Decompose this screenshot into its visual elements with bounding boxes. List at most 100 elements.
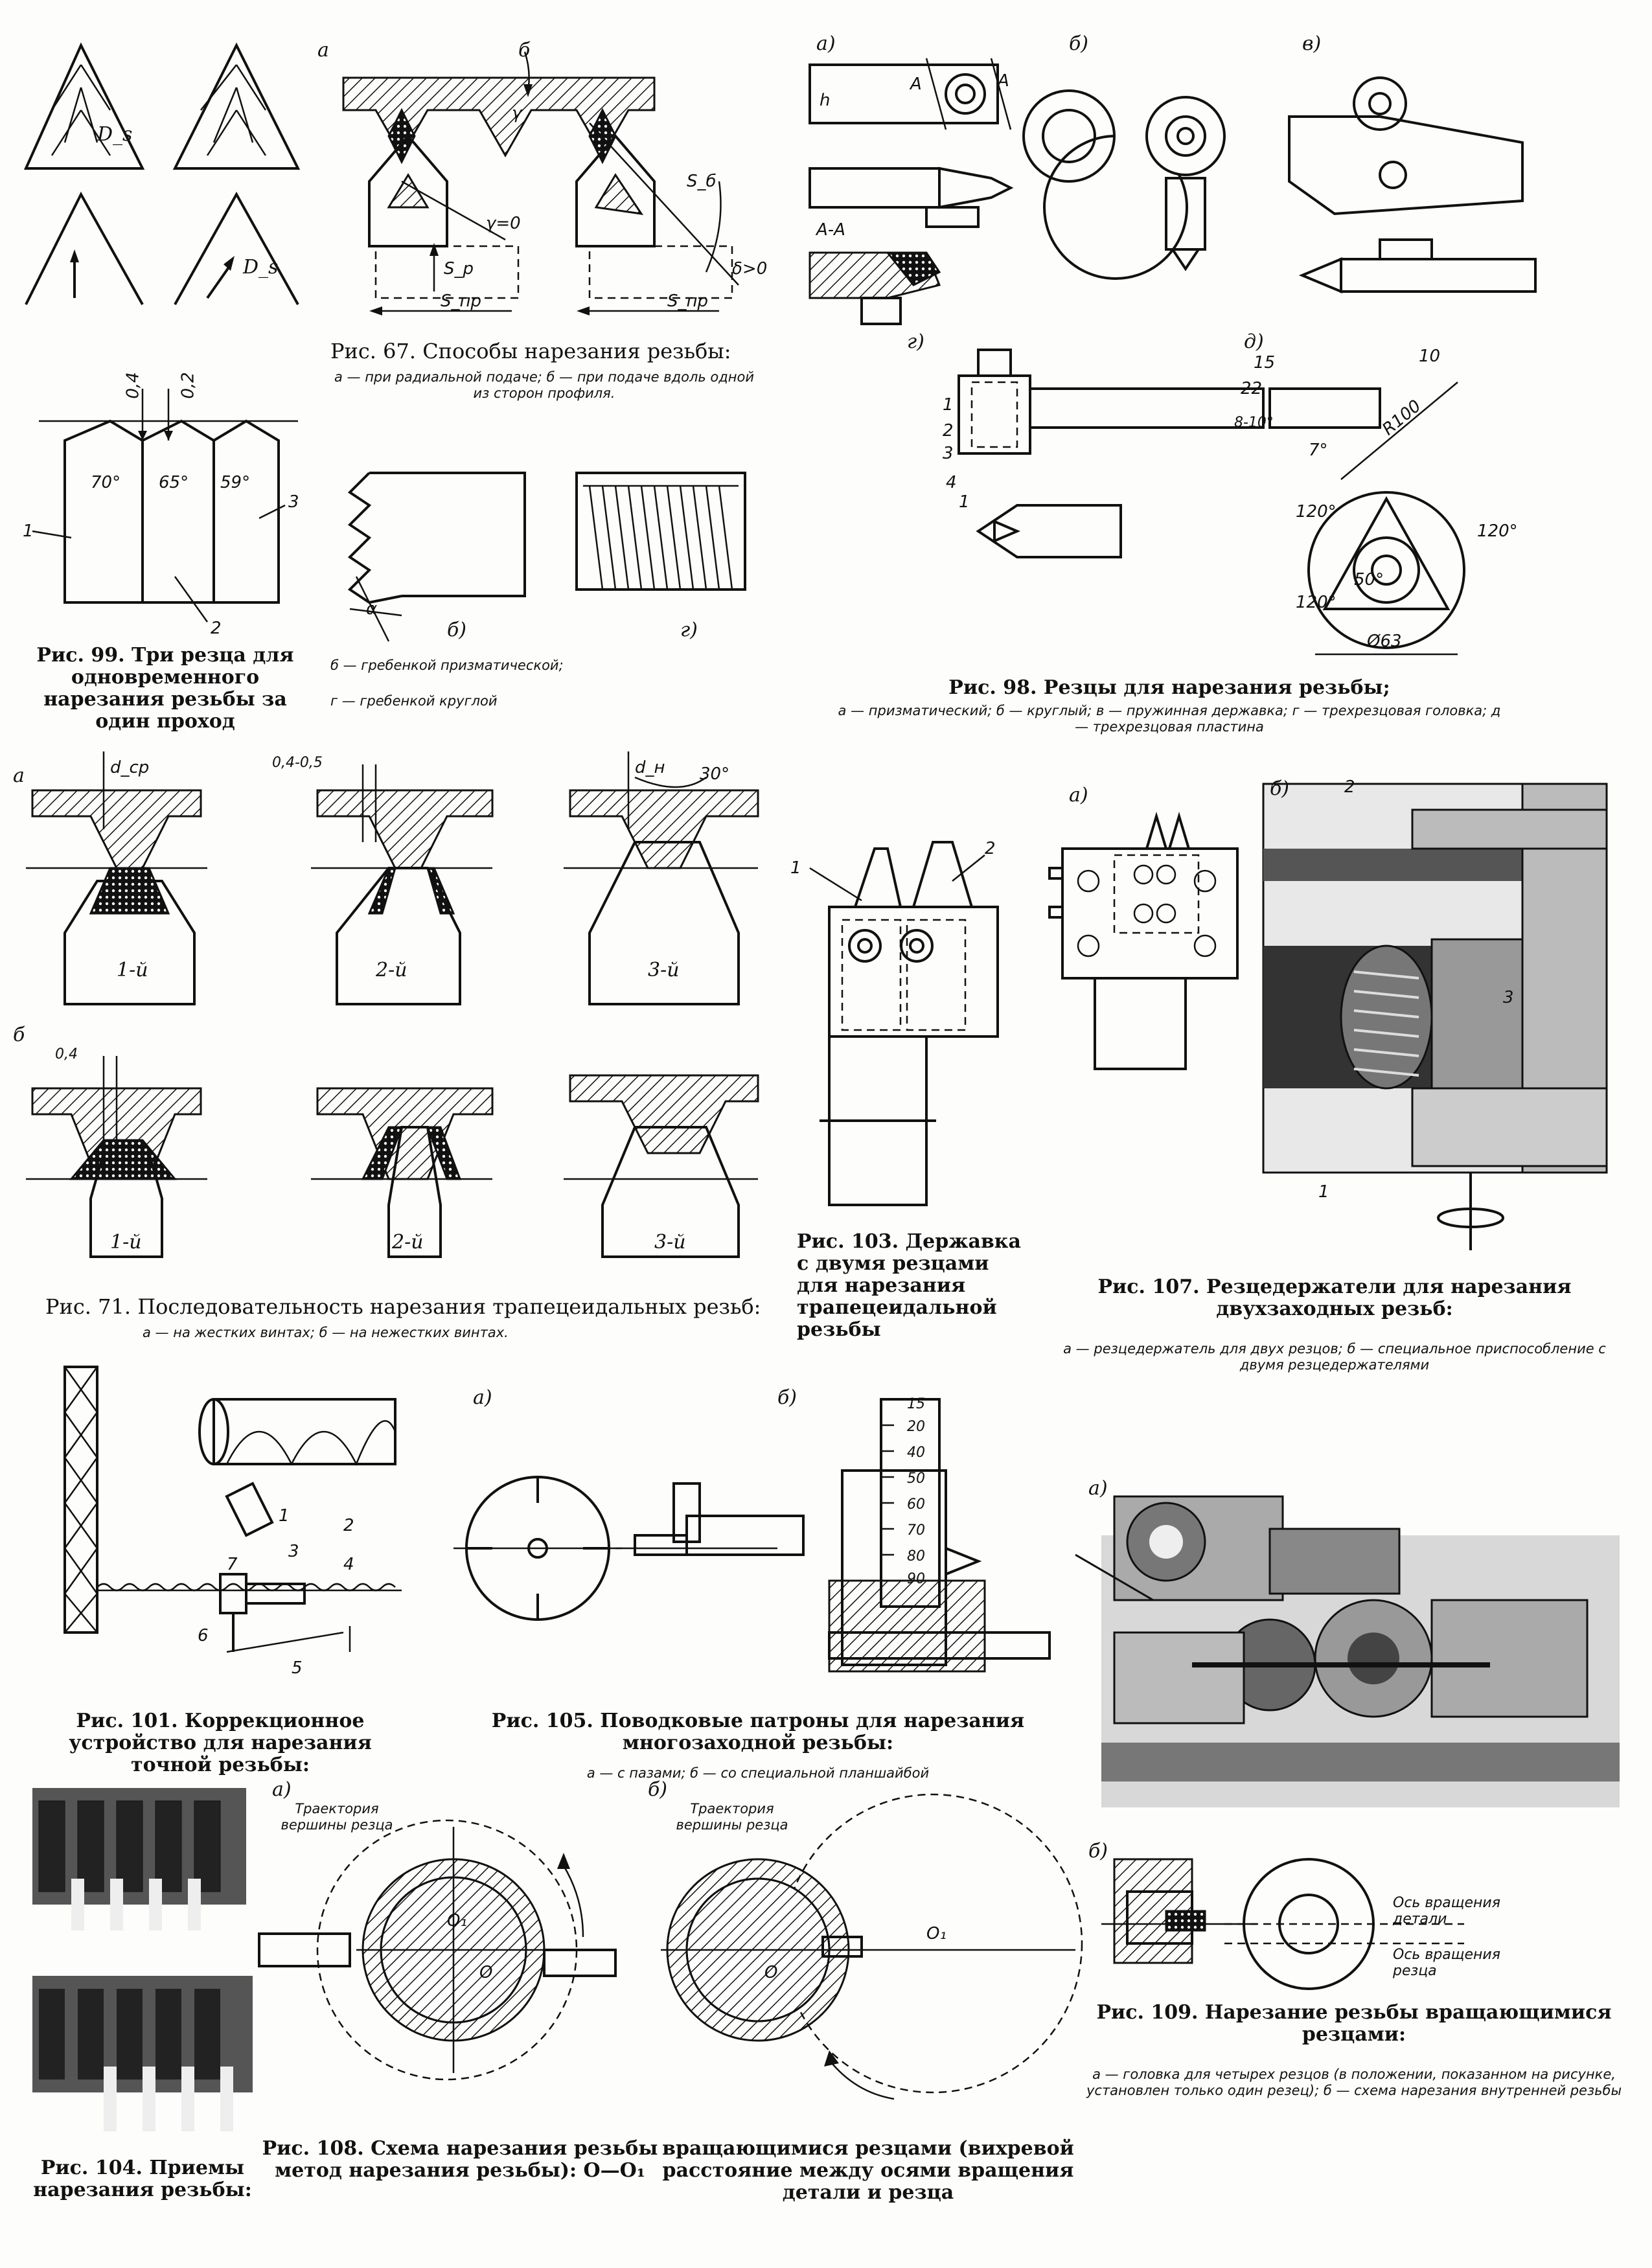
caption-fig105: Рис. 105. Поводковые патроны для нарезан… (491, 1710, 1025, 1754)
pass-a1: 1-й (117, 959, 148, 981)
caption-fig98: Рис. 98. Резцы для нарезания резьбы; (948, 676, 1390, 699)
legend-fig71: а — на жестких винтах; б — на нежестких … (143, 1325, 509, 1340)
figure-105-drawing (453, 1398, 1051, 1673)
dim-120-b: 120° (1477, 521, 1518, 541)
part-label-2: 2 (211, 619, 222, 638)
part-107-1: 1 (1318, 1182, 1329, 1202)
scale-70: 70 (907, 1522, 925, 1539)
sb-label: S_б (687, 172, 717, 191)
label-107a: а) (1069, 784, 1088, 807)
part-label-3: 3 (288, 492, 299, 512)
dim-15: 15 (1254, 353, 1276, 372)
caption-fig103: Рис. 103. Державка с двумя резцами для н… (797, 1230, 1021, 1341)
angle-label-2: 65° (159, 473, 189, 492)
figure-67: а б γ γ=0 S_р S_пр S_б δ>0 S_пр Рис. 67.… (317, 32, 767, 421)
label-71a: а (13, 764, 25, 787)
pass-a2: 2-й (376, 959, 407, 981)
feed-label-right: D_s (243, 256, 279, 279)
figure-104: Рис. 104. Приемы нарезания резьбы: (19, 1781, 279, 2248)
part-101-6: 6 (198, 1626, 209, 1645)
part-98-1: 1 (943, 395, 954, 415)
scale-40: 40 (907, 1445, 925, 1461)
label-98d: д) (1244, 330, 1264, 353)
dim-22: 22 (1241, 379, 1263, 398)
legend-fig109: а — головка для четырех резцов (в положе… (1086, 2067, 1622, 2098)
label-71b: б (13, 1024, 25, 1046)
trajectory-label-b: Траектория вершины резца (676, 1801, 788, 1833)
part-98-3: 3 (943, 444, 954, 463)
depth-label-1: 0,4 (123, 372, 143, 399)
mark-h: h (820, 91, 831, 110)
comb-cutters-drawing (347, 472, 746, 642)
label-98g: г) (907, 330, 924, 353)
scale-80: 80 (907, 1548, 925, 1564)
section-label: А-А (816, 220, 845, 240)
caption-fig109: Рис. 109. Нарезание резьбы вращающимися … (1096, 2001, 1612, 2046)
figure-103-drawing (809, 841, 999, 1206)
center-o1-b: O₁ (926, 1924, 946, 1943)
dim-120-c: 120° (1296, 593, 1337, 612)
feed-label-left: D_s (97, 123, 133, 146)
legend-fig67: а — при радиальной подаче; б — при подач… (334, 369, 755, 401)
label-g-comb: г) (680, 619, 698, 641)
pass-b3: 3-й (654, 1231, 686, 1254)
axis-part-label: Ось вращения детали (1393, 1895, 1500, 1927)
mark-a1: А (910, 74, 922, 94)
angle-label-3: 59° (220, 473, 251, 492)
label-108a: а) (272, 1778, 292, 1801)
part-103-1: 1 (790, 858, 801, 878)
trajectory-label-a: Траектория вершины резца (281, 1801, 393, 1833)
dim-120-a: 120° (1296, 502, 1337, 521)
figure-101: 1 2 3 4 5 6 7 Рис. 101. Коррекционное ус… (26, 1366, 428, 1781)
figure-109: а) б) Ось вращения детали Ось вращения р… (1075, 1471, 1633, 2157)
center-o-a: O (479, 1963, 493, 1982)
part-label-1: 1 (23, 521, 34, 541)
scale-90: 90 (907, 1571, 925, 1587)
spr-label-2: S_пр (667, 292, 709, 311)
part-101-3: 3 (288, 1542, 299, 1561)
figure-71: а б d_ср 0,4-0,5 d_н 30° 0,4 1-й 2-й 3-й… (13, 751, 764, 1360)
label-98b: б) (1069, 32, 1089, 55)
dim-8-10: 8-10° (1234, 415, 1274, 431)
label-108b: б) (648, 1778, 668, 1801)
label-109a: а) (1088, 1477, 1108, 1500)
part-101-5: 5 (292, 1658, 303, 1678)
label-a: а (317, 39, 329, 62)
label-107b: б) (1270, 777, 1290, 800)
axis-tool-label: Ось вращения резца (1393, 1947, 1500, 1979)
figure-98: а) б) в) г) д) А-А А А h 1 2 3 4 1 15 22… (797, 32, 1542, 745)
legend-fig98: а — призматический; б — круглый; в — пру… (838, 703, 1501, 735)
dim-d63: Ø63 (1367, 632, 1402, 651)
caption-fig107: Рис. 107. Резцедержатели для нарезания д… (1097, 1276, 1572, 1320)
figure-67-drawing (342, 51, 739, 315)
part-98-5: 1 (959, 492, 970, 512)
sp-label: S_р (444, 259, 474, 279)
dim-dn: d_н (635, 758, 665, 777)
part-101-4: 4 (343, 1555, 354, 1574)
spr-label: S_пр (441, 292, 482, 311)
dim-7: 7° (1309, 441, 1328, 460)
gamma-label: γ (512, 104, 522, 123)
caption-fig71: Рис. 71. Последовательность нарезания тр… (45, 1294, 761, 1319)
figure-103: 1 2 Рис. 103. Державка с двумя резцами д… (790, 829, 1037, 1360)
label-105a: а) (473, 1386, 492, 1409)
pass-b2: 2-й (392, 1231, 424, 1254)
part-98-4: 4 (946, 473, 957, 492)
part-98-2: 2 (943, 421, 954, 441)
figure-71-drawing (26, 751, 759, 1258)
center-o1-a: O₁ (447, 1911, 467, 1930)
label-109b: б) (1088, 1840, 1108, 1862)
dim-10: 10 (1419, 347, 1441, 366)
dim-04: 0,4 (55, 1046, 78, 1062)
figure-104-drawing (32, 1788, 253, 2131)
part-101-1: 1 (279, 1506, 290, 1526)
part-101-2: 2 (343, 1516, 354, 1535)
figure-98-drawing (809, 58, 1537, 656)
label-b: б (518, 39, 531, 62)
figure-105: а) б) 15 20 40 50 60 70 80 90 Рис. 105. … (441, 1386, 1075, 1788)
caption-fig67: Рис. 67. Способы нарезания резьбы: (330, 339, 731, 363)
label-b-comb: б) (447, 619, 467, 641)
legend-fig107: а — резцедержатель для двух резцов; б — … (1063, 1341, 1606, 1373)
caption-fig108-left: Рис. 108. Схема нарезания резьбы метод н… (262, 2137, 658, 2182)
